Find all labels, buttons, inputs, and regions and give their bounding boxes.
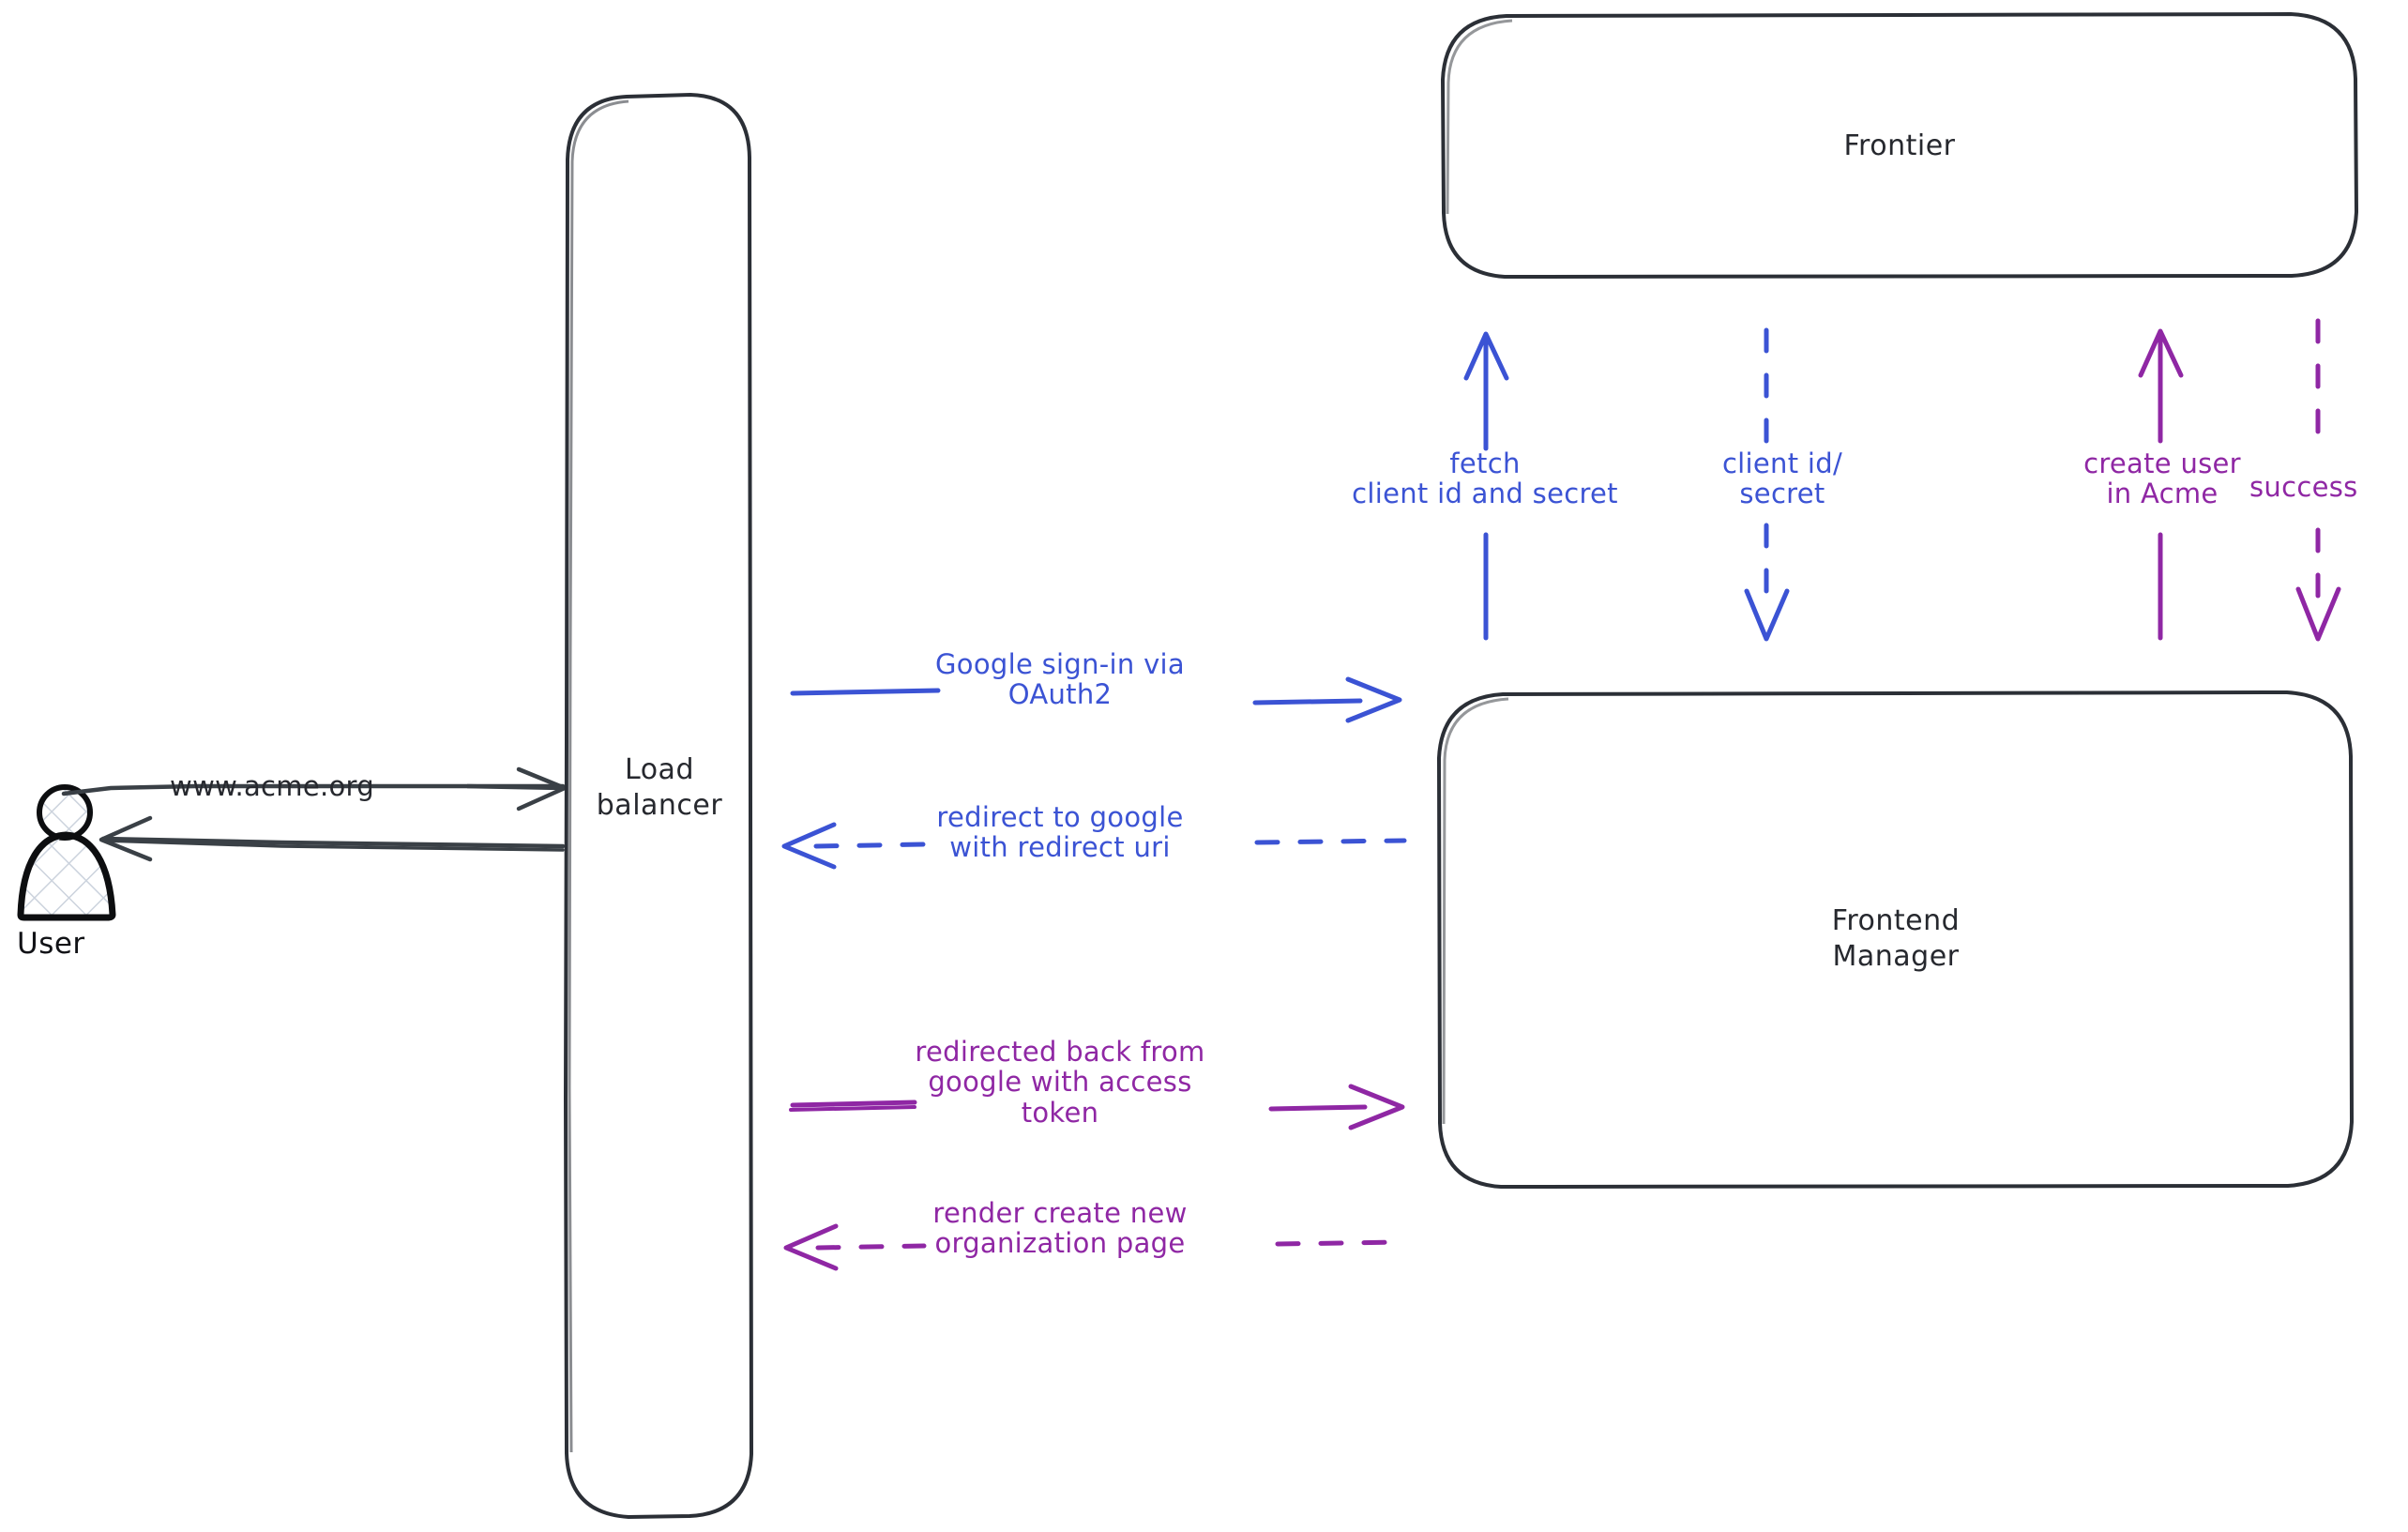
edge-label-success: success [2249, 471, 2358, 503]
edge-label-redirected-back: redirected back from google with access … [915, 1036, 1205, 1129]
edge-render-org-page-arrow [783, 1223, 1407, 1271]
node-label-frontend-manager: Frontend Manager [1831, 904, 1961, 974]
edge-label-redirect-google: redirect to google with redirect uri [936, 801, 1184, 864]
edge-redirected-back-arrow [789, 1084, 1405, 1130]
edge-client-credentials-arrow [1744, 327, 1790, 642]
person-icon [17, 784, 116, 921]
edge-label-create-user: create user in Acme [2083, 447, 2241, 510]
frontier-box[interactable] [1440, 11, 2359, 280]
node-label-frontier: Frontier [1843, 129, 1956, 162]
edge-label-acme-url: www.acme.org [170, 770, 374, 802]
actor-label-user: User [17, 927, 85, 961]
edge-label-google-signin: Google sign-in via OAuth2 [935, 648, 1185, 711]
edge-label-client-credentials: client id/ secret [1721, 447, 1843, 510]
edge-success-arrow [2295, 318, 2341, 642]
edge-label-fetch-credentials: fetch client id and secret [1352, 447, 1618, 510]
node-label-load-balancer: Load balancer [596, 753, 723, 823]
edge-label-render-org-page: render create new organization page [932, 1197, 1188, 1260]
edge-lb-to-user [98, 815, 566, 862]
load-balancer-box[interactable] [563, 92, 754, 1520]
edge-redirect-google-arrow [781, 822, 1407, 870]
edge-create-user-arrow [2138, 328, 2184, 641]
edge-fetch-credentials-arrow [1463, 331, 1509, 641]
edge-google-signin-arrow [790, 676, 1402, 723]
frontend-manager-box[interactable] [1436, 690, 2355, 1190]
